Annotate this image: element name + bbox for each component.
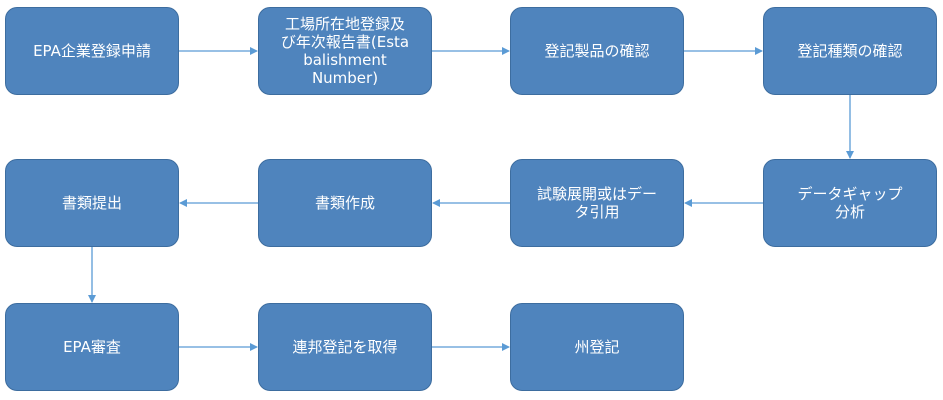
step-label: 連邦登記を取得 [292,338,398,356]
step-confirm-product: 登記製品の確認 [510,7,684,95]
step-epa-company-registration: EPA企業登録申請 [5,7,179,95]
step-document-submission: 書類提出 [5,159,179,247]
step-label: 州登記 [574,338,620,356]
step-label: 試験展開或はデー タ引用 [536,185,657,221]
step-establishment-registration: 工場所在地登録及 び年次報告書(Esta balishment Number) [258,7,432,95]
step-label: 登記製品の確認 [544,42,650,60]
step-label: データギャップ 分析 [797,185,903,221]
step-confirm-registration-type: 登記種類の確認 [763,7,937,95]
step-testing-or-data-citation: 試験展開或はデー タ引用 [510,159,684,247]
step-federal-registration: 連邦登記を取得 [258,303,432,391]
step-label: EPA企業登録申請 [33,42,151,60]
step-label: 書類作成 [314,194,375,212]
step-document-preparation: 書類作成 [258,159,432,247]
step-label: 工場所在地登録及 び年次報告書(Esta balishment Number) [280,15,410,87]
step-label: EPA審査 [63,338,121,356]
step-state-registration: 州登記 [510,303,684,391]
step-label: 書類提出 [61,194,122,212]
step-label: 登記種類の確認 [797,42,903,60]
step-data-gap-analysis: データギャップ 分析 [763,159,937,247]
step-epa-review: EPA審査 [5,303,179,391]
